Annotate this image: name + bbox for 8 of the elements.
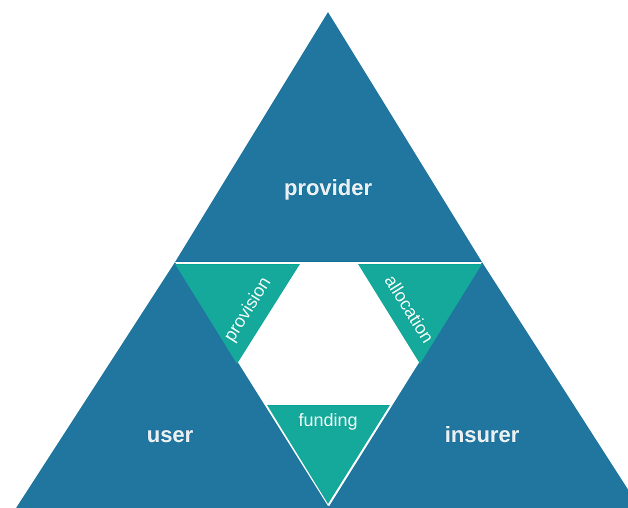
- triangle-panel: [175, 12, 482, 262]
- band-panel: [175, 264, 300, 364]
- panel-label: insurer: [444, 422, 520, 447]
- band-label: funding: [298, 410, 358, 430]
- band-panel: [358, 264, 482, 364]
- panel-label: user: [146, 422, 194, 447]
- panel-label: provider: [284, 175, 372, 200]
- band-panel: [267, 405, 390, 504]
